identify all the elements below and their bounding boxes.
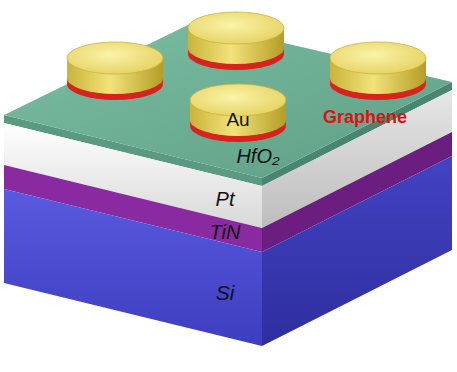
- au-graphene-disk: [188, 12, 284, 70]
- layer-label: HfO₂: [236, 146, 279, 166]
- gold-top: [67, 42, 163, 74]
- layer-label: TiN: [210, 222, 241, 242]
- layer-label: Si: [216, 282, 235, 303]
- au-graphene-disk: [330, 42, 426, 100]
- material-label: Au: [226, 110, 249, 129]
- au-disks: [67, 12, 426, 142]
- gold-top: [188, 12, 284, 44]
- au-graphene-disk: [190, 84, 286, 142]
- layer-label: Pt: [216, 189, 235, 209]
- gold-top: [330, 42, 426, 74]
- au-graphene-disk: [67, 42, 163, 100]
- hfo2-top-face: [4, 22, 452, 178]
- material-label: Graphene: [323, 108, 407, 126]
